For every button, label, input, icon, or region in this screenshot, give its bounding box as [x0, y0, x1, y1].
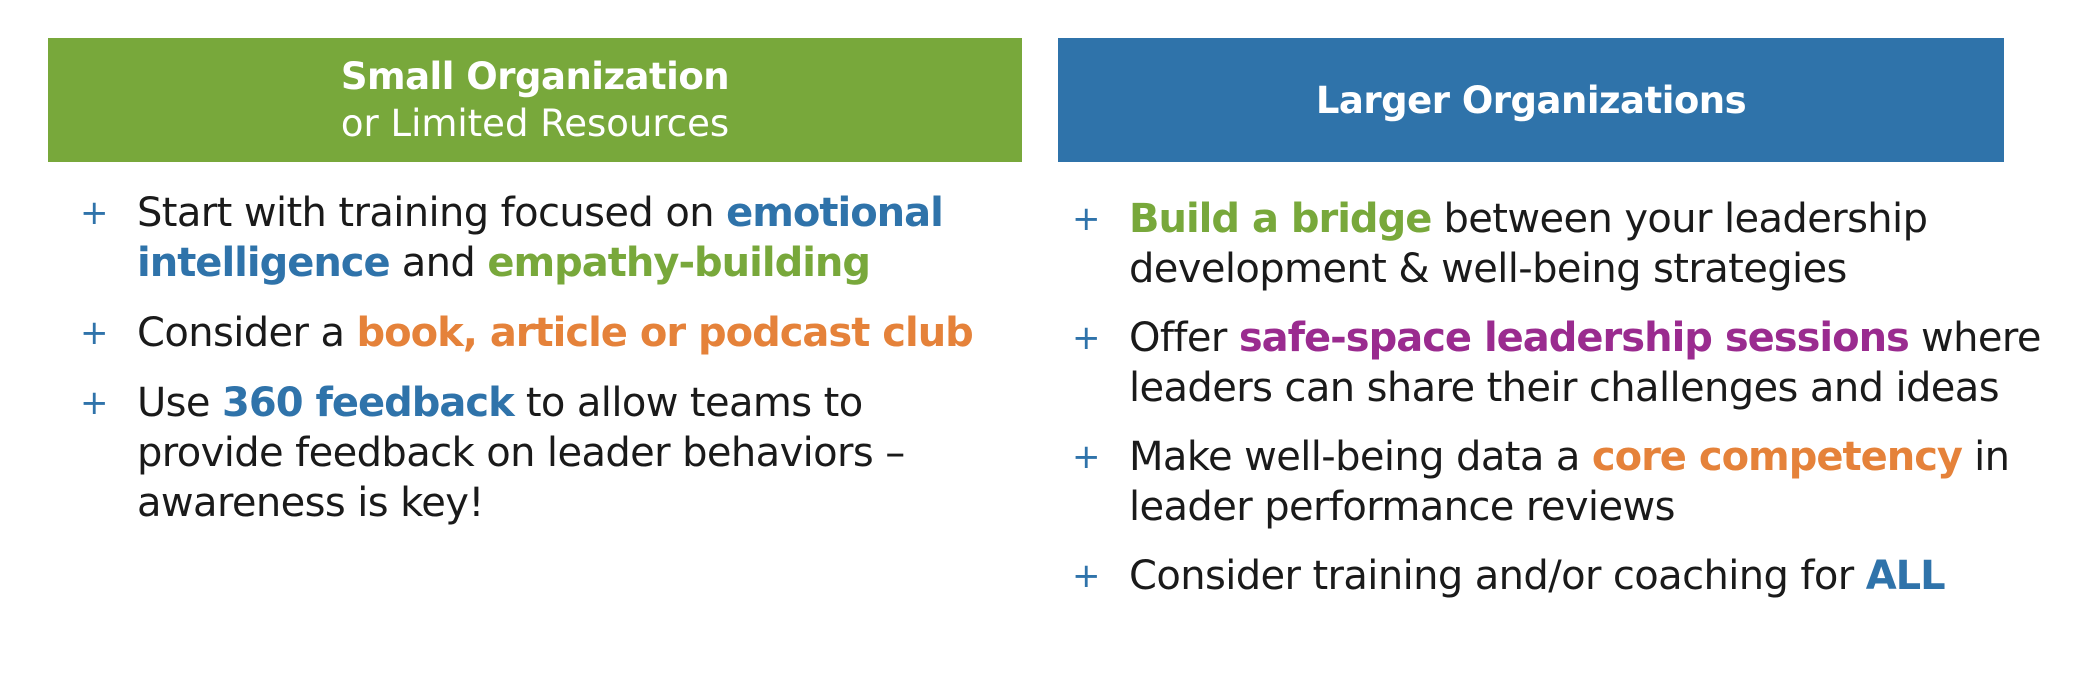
highlight-empathy-building: empathy-building [487, 240, 871, 286]
bullet-text: to allow teams to provide feedback on le… [137, 380, 905, 526]
plus-icon: + [80, 383, 108, 423]
bullet-text: where leaders can share their challenges… [1129, 315, 2041, 411]
plus-icon: + [80, 193, 108, 233]
list-item: + Consider training and/or coaching for … [1072, 551, 2072, 601]
bullet-text: and [389, 240, 488, 286]
highlight-book-club: book, article or podcast club [356, 310, 974, 356]
plus-icon: + [1072, 437, 1100, 477]
bullet-text: Consider a [137, 310, 357, 356]
bullet-text: Use [137, 380, 223, 426]
list-item: + Use 360 feedback to allow teams to pro… [80, 378, 1020, 528]
highlight-build-a-bridge: Build a bridge [1129, 196, 1432, 242]
list-item: + Make well-being data a core competency… [1072, 432, 2072, 532]
list-item: + Offer safe-space leadership sessions w… [1072, 313, 2072, 413]
plus-icon: + [1072, 556, 1100, 596]
plus-icon: + [1072, 318, 1100, 358]
plus-icon: + [1072, 199, 1100, 239]
right-header-title: Larger Organizations [1315, 78, 1747, 122]
highlight-safe-space-sessions: safe-space leadership sessions [1238, 315, 1910, 361]
bullet-text: Offer [1129, 315, 1239, 361]
left-header-title: Small Organization [340, 55, 730, 98]
small-org-recommendations: + Start with training focused on emotion… [80, 188, 1020, 548]
larger-organizations-header: Larger Organizations [1058, 38, 2004, 162]
left-header-subtitle: or Limited Resources [340, 102, 730, 145]
small-organization-header: Small Organization or Limited Resources [48, 38, 1022, 162]
larger-org-recommendations: + Build a bridge between your leadership… [1072, 194, 2072, 620]
bullet-text: Start with training focused on [137, 190, 727, 236]
list-item: + Start with training focused on emotion… [80, 188, 1020, 288]
bullet-text: between your leadership development & we… [1129, 196, 1928, 292]
highlight-all: ALL [1865, 553, 1946, 599]
highlight-emotional-intelligence: emotional intelligence [137, 190, 944, 286]
plus-icon: + [80, 313, 108, 353]
list-item: + Build a bridge between your leadership… [1072, 194, 2072, 294]
bullet-text: Consider training and/or coaching for [1129, 553, 1866, 599]
bullet-text: Make well-being data a [1129, 434, 1592, 480]
highlight-360-feedback: 360 feedback [222, 380, 515, 426]
list-item: + Consider a book, article or podcast cl… [80, 308, 1020, 358]
highlight-core-competency: core competency [1591, 434, 1963, 480]
bullet-text: in leader performance reviews [1129, 434, 2010, 530]
